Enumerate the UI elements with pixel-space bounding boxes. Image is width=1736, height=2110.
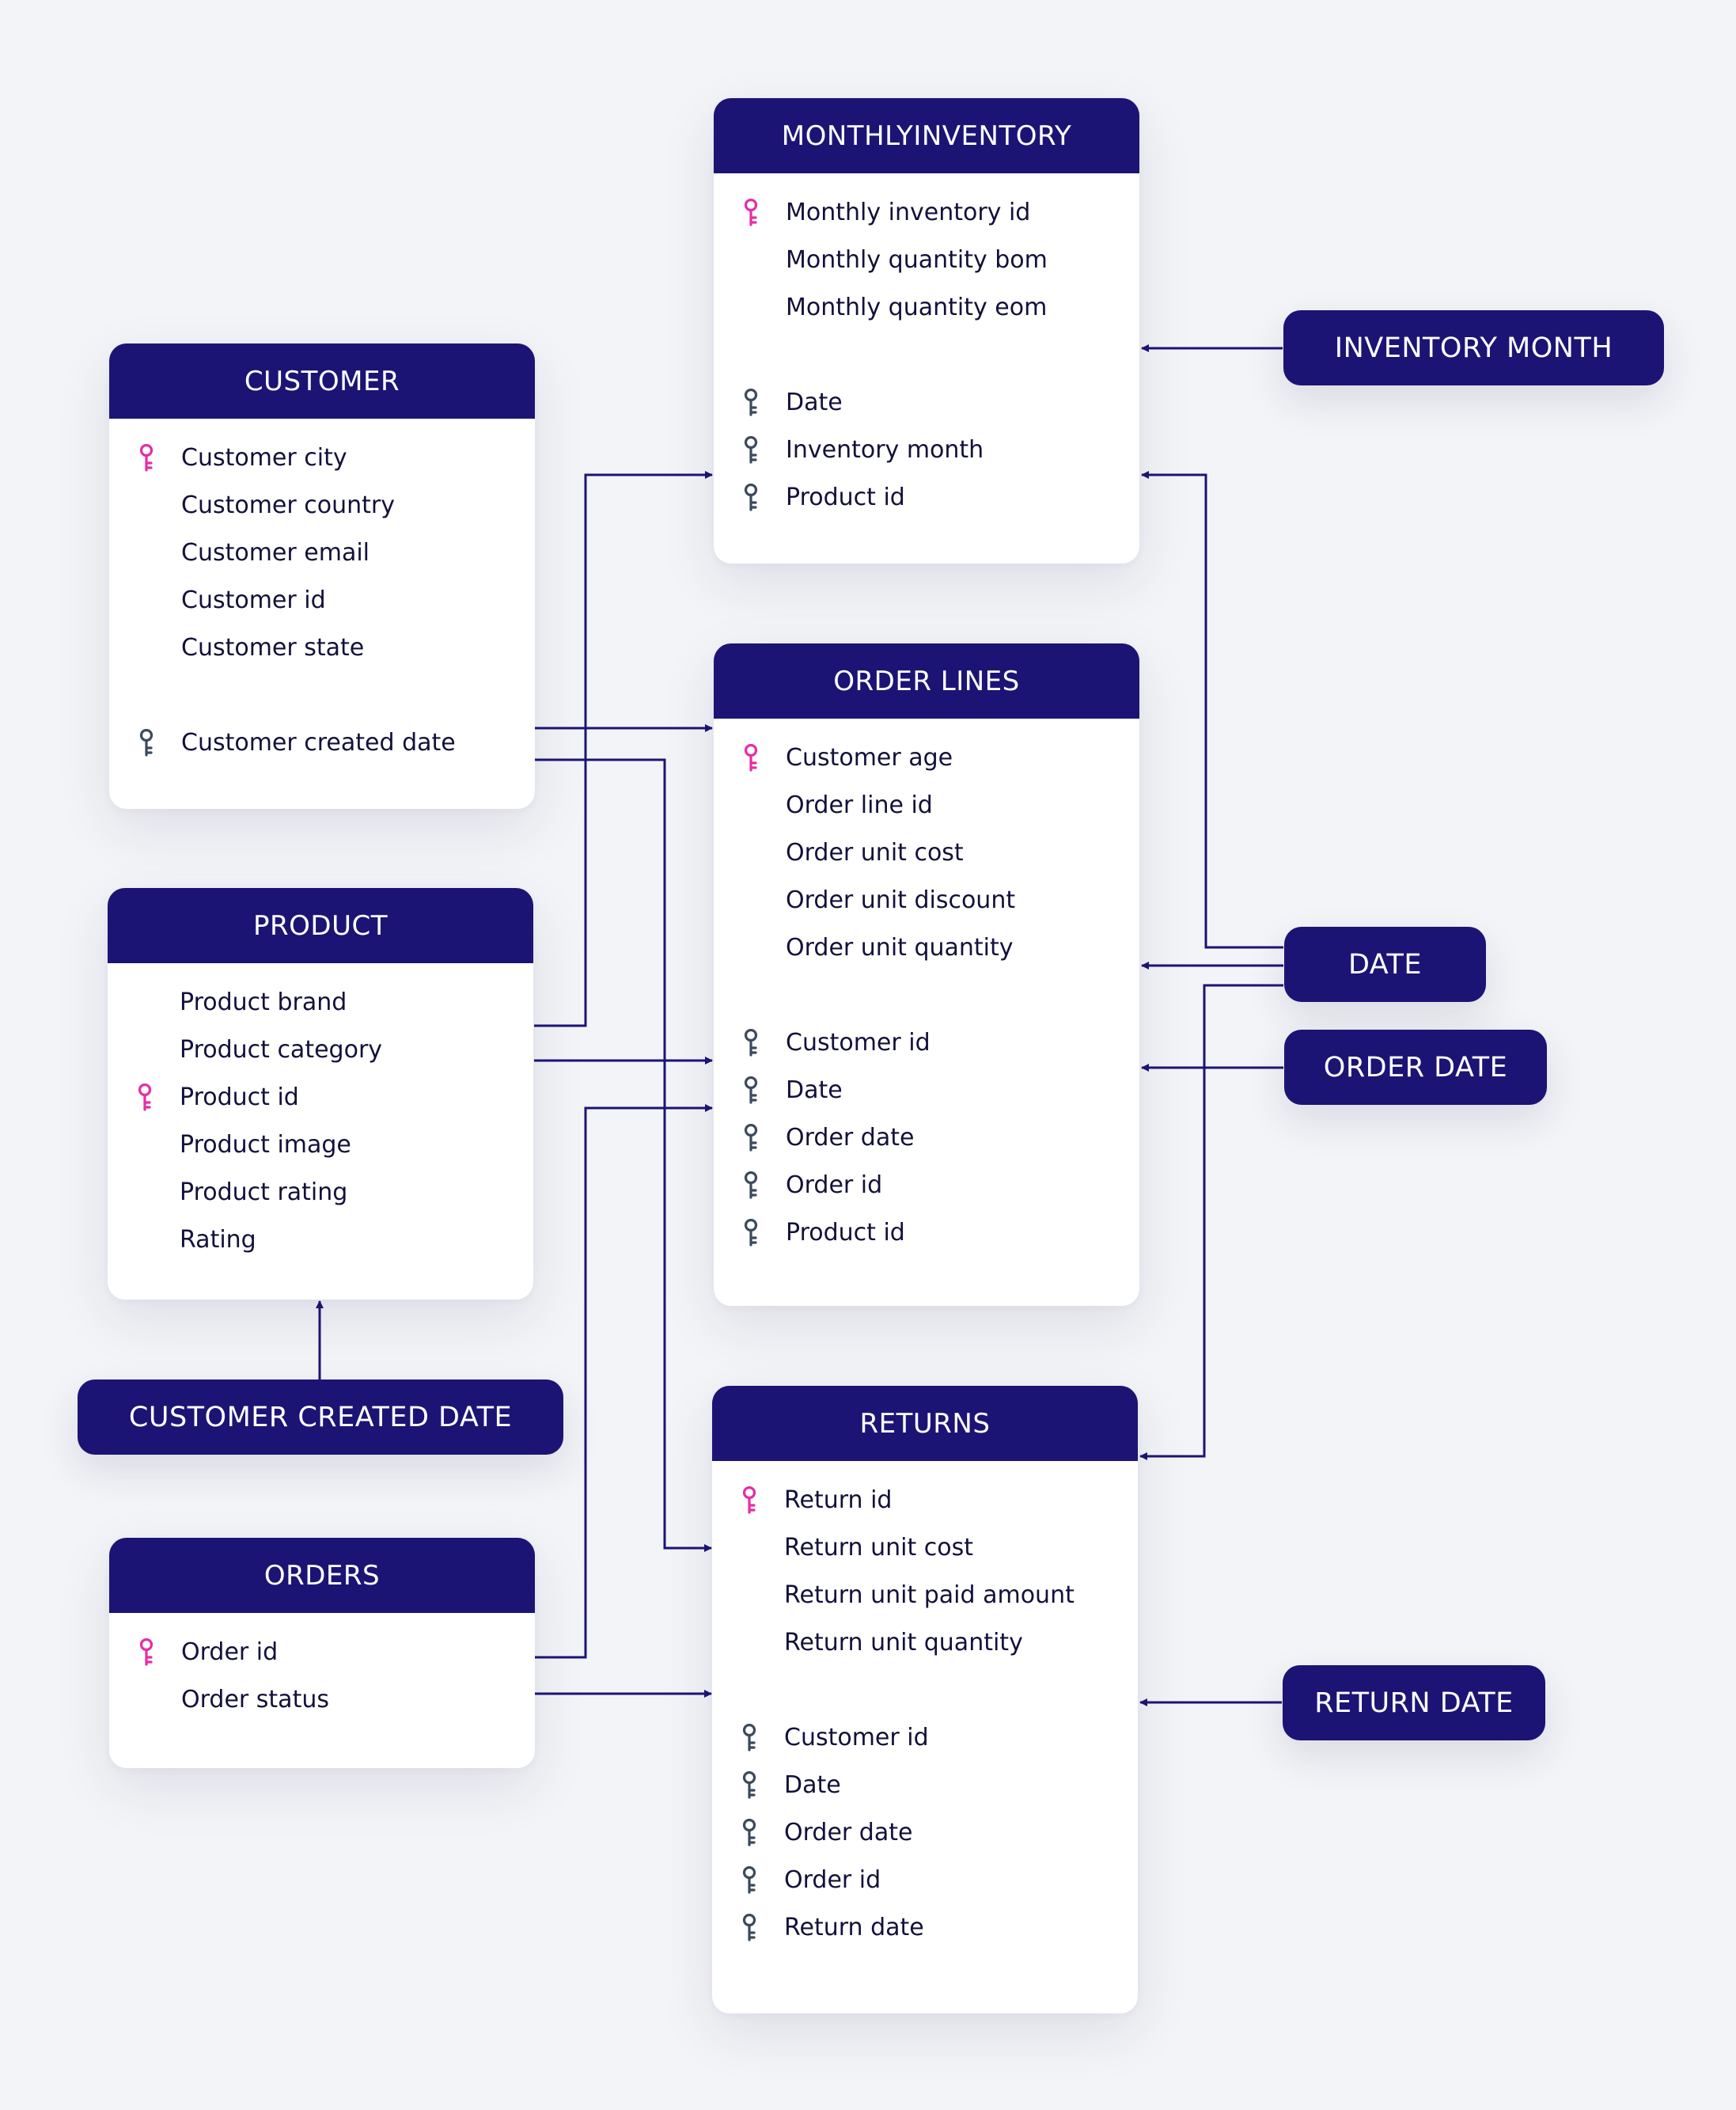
field-label: Order date — [786, 1124, 915, 1152]
field-label: Customer id — [181, 586, 326, 614]
field-label: Date — [784, 1771, 841, 1799]
table-returns[interactable]: RETURNS Return id Return unit cost Retur… — [712, 1386, 1138, 2013]
connector-date-to-monthlyinventory — [1141, 471, 1283, 949]
table-order-lines[interactable]: ORDER LINES Customer age Order line id O… — [714, 643, 1139, 1306]
table-orders[interactable]: ORDERS Order id Order status — [109, 1538, 535, 1768]
table-title: MONTHLYINVENTORY — [714, 98, 1139, 173]
table-customer[interactable]: CUSTOMER Customer city Customer country … — [109, 343, 535, 809]
field-label: Product id — [180, 1083, 299, 1111]
field-label: Order line id — [786, 791, 933, 819]
table-title: CUSTOMER — [109, 343, 535, 419]
field-label: Order date — [784, 1819, 913, 1846]
foreign-key-icon — [744, 1076, 758, 1104]
foreign-key-icon — [744, 436, 758, 464]
field-label: Product id — [786, 484, 905, 511]
field-label: Order id — [784, 1866, 881, 1894]
foreign-key-icon — [742, 1866, 756, 1894]
connector-date-to-returns — [1139, 984, 1283, 1460]
field-label: Order unit cost — [786, 839, 964, 867]
primary-key-icon — [742, 1486, 756, 1514]
field-label: Order id — [181, 1638, 279, 1666]
field-label: Order unit discount — [786, 886, 1016, 914]
field-label: Return unit cost — [784, 1534, 973, 1562]
foreign-key-icon — [744, 1171, 758, 1199]
foreign-key-icon — [744, 484, 758, 511]
pill-date[interactable]: DATE — [1284, 927, 1486, 1002]
field-label: Order id — [786, 1171, 883, 1199]
table-product[interactable]: PRODUCT Product brand Product category P… — [108, 888, 533, 1300]
primary-key-icon — [139, 444, 154, 472]
primary-key-icon — [138, 1083, 152, 1111]
field-label: Product id — [786, 1219, 905, 1247]
field-label: Monthly quantity bom — [786, 246, 1048, 274]
field-label: Return date — [784, 1914, 924, 1941]
field-label: Inventory month — [786, 436, 984, 464]
field-label: Date — [786, 1076, 843, 1104]
field-label: Order unit quantity — [786, 934, 1014, 962]
field-label: Customer city — [181, 444, 347, 472]
connector-orders-to-order-lines — [535, 1104, 713, 1659]
table-title: ORDERS — [109, 1538, 535, 1613]
table-title: ORDER LINES — [714, 643, 1139, 719]
foreign-key-icon — [744, 1124, 758, 1152]
field-label: Customer email — [181, 539, 370, 567]
foreign-key-icon — [742, 1724, 756, 1751]
field-label: Customer id — [784, 1724, 929, 1751]
pill-inventory-month[interactable]: INVENTORY MONTH — [1283, 310, 1664, 385]
field-label: Return unit paid amount — [784, 1581, 1075, 1609]
connector-customer-to-returns — [535, 758, 712, 1552]
foreign-key-icon — [742, 1771, 756, 1799]
foreign-key-icon — [742, 1914, 756, 1941]
field-label: Order status — [181, 1686, 329, 1713]
field-label: Monthly quantity eom — [786, 294, 1048, 321]
field-label: Return unit quantity — [784, 1629, 1023, 1657]
connector-product-to-monthlyinventory — [534, 471, 713, 1027]
field-label: Product brand — [180, 989, 347, 1016]
foreign-key-icon — [744, 1219, 758, 1247]
foreign-key-icon — [139, 729, 154, 757]
field-label: Rating — [180, 1226, 256, 1254]
pill-return-date[interactable]: RETURN DATE — [1283, 1665, 1545, 1740]
table-monthlyinventory[interactable]: MONTHLYINVENTORY Monthly inventory id Mo… — [714, 98, 1139, 564]
field-label: Customer created date — [181, 729, 456, 757]
foreign-key-icon — [744, 1029, 758, 1057]
field-label: Customer age — [786, 744, 953, 772]
field-label: Product rating — [180, 1178, 348, 1206]
foreign-key-icon — [742, 1819, 756, 1846]
table-title: PRODUCT — [108, 888, 533, 963]
field-label: Product image — [180, 1131, 351, 1159]
field-label: Customer state — [181, 634, 365, 662]
field-label: Date — [786, 389, 843, 416]
field-label: Product category — [180, 1036, 383, 1064]
pill-order-date[interactable]: ORDER DATE — [1284, 1030, 1547, 1105]
primary-key-icon — [744, 744, 758, 772]
foreign-key-icon — [744, 389, 758, 416]
primary-key-icon — [744, 199, 758, 226]
pill-customer-created-date[interactable]: CUSTOMER CREATED DATE — [78, 1379, 563, 1455]
field-label: Monthly inventory id — [786, 199, 1031, 226]
primary-key-icon — [139, 1638, 154, 1666]
field-label: Return id — [784, 1486, 893, 1514]
table-title: RETURNS — [712, 1386, 1138, 1461]
field-label: Customer country — [181, 491, 395, 519]
field-label: Customer id — [786, 1029, 931, 1057]
